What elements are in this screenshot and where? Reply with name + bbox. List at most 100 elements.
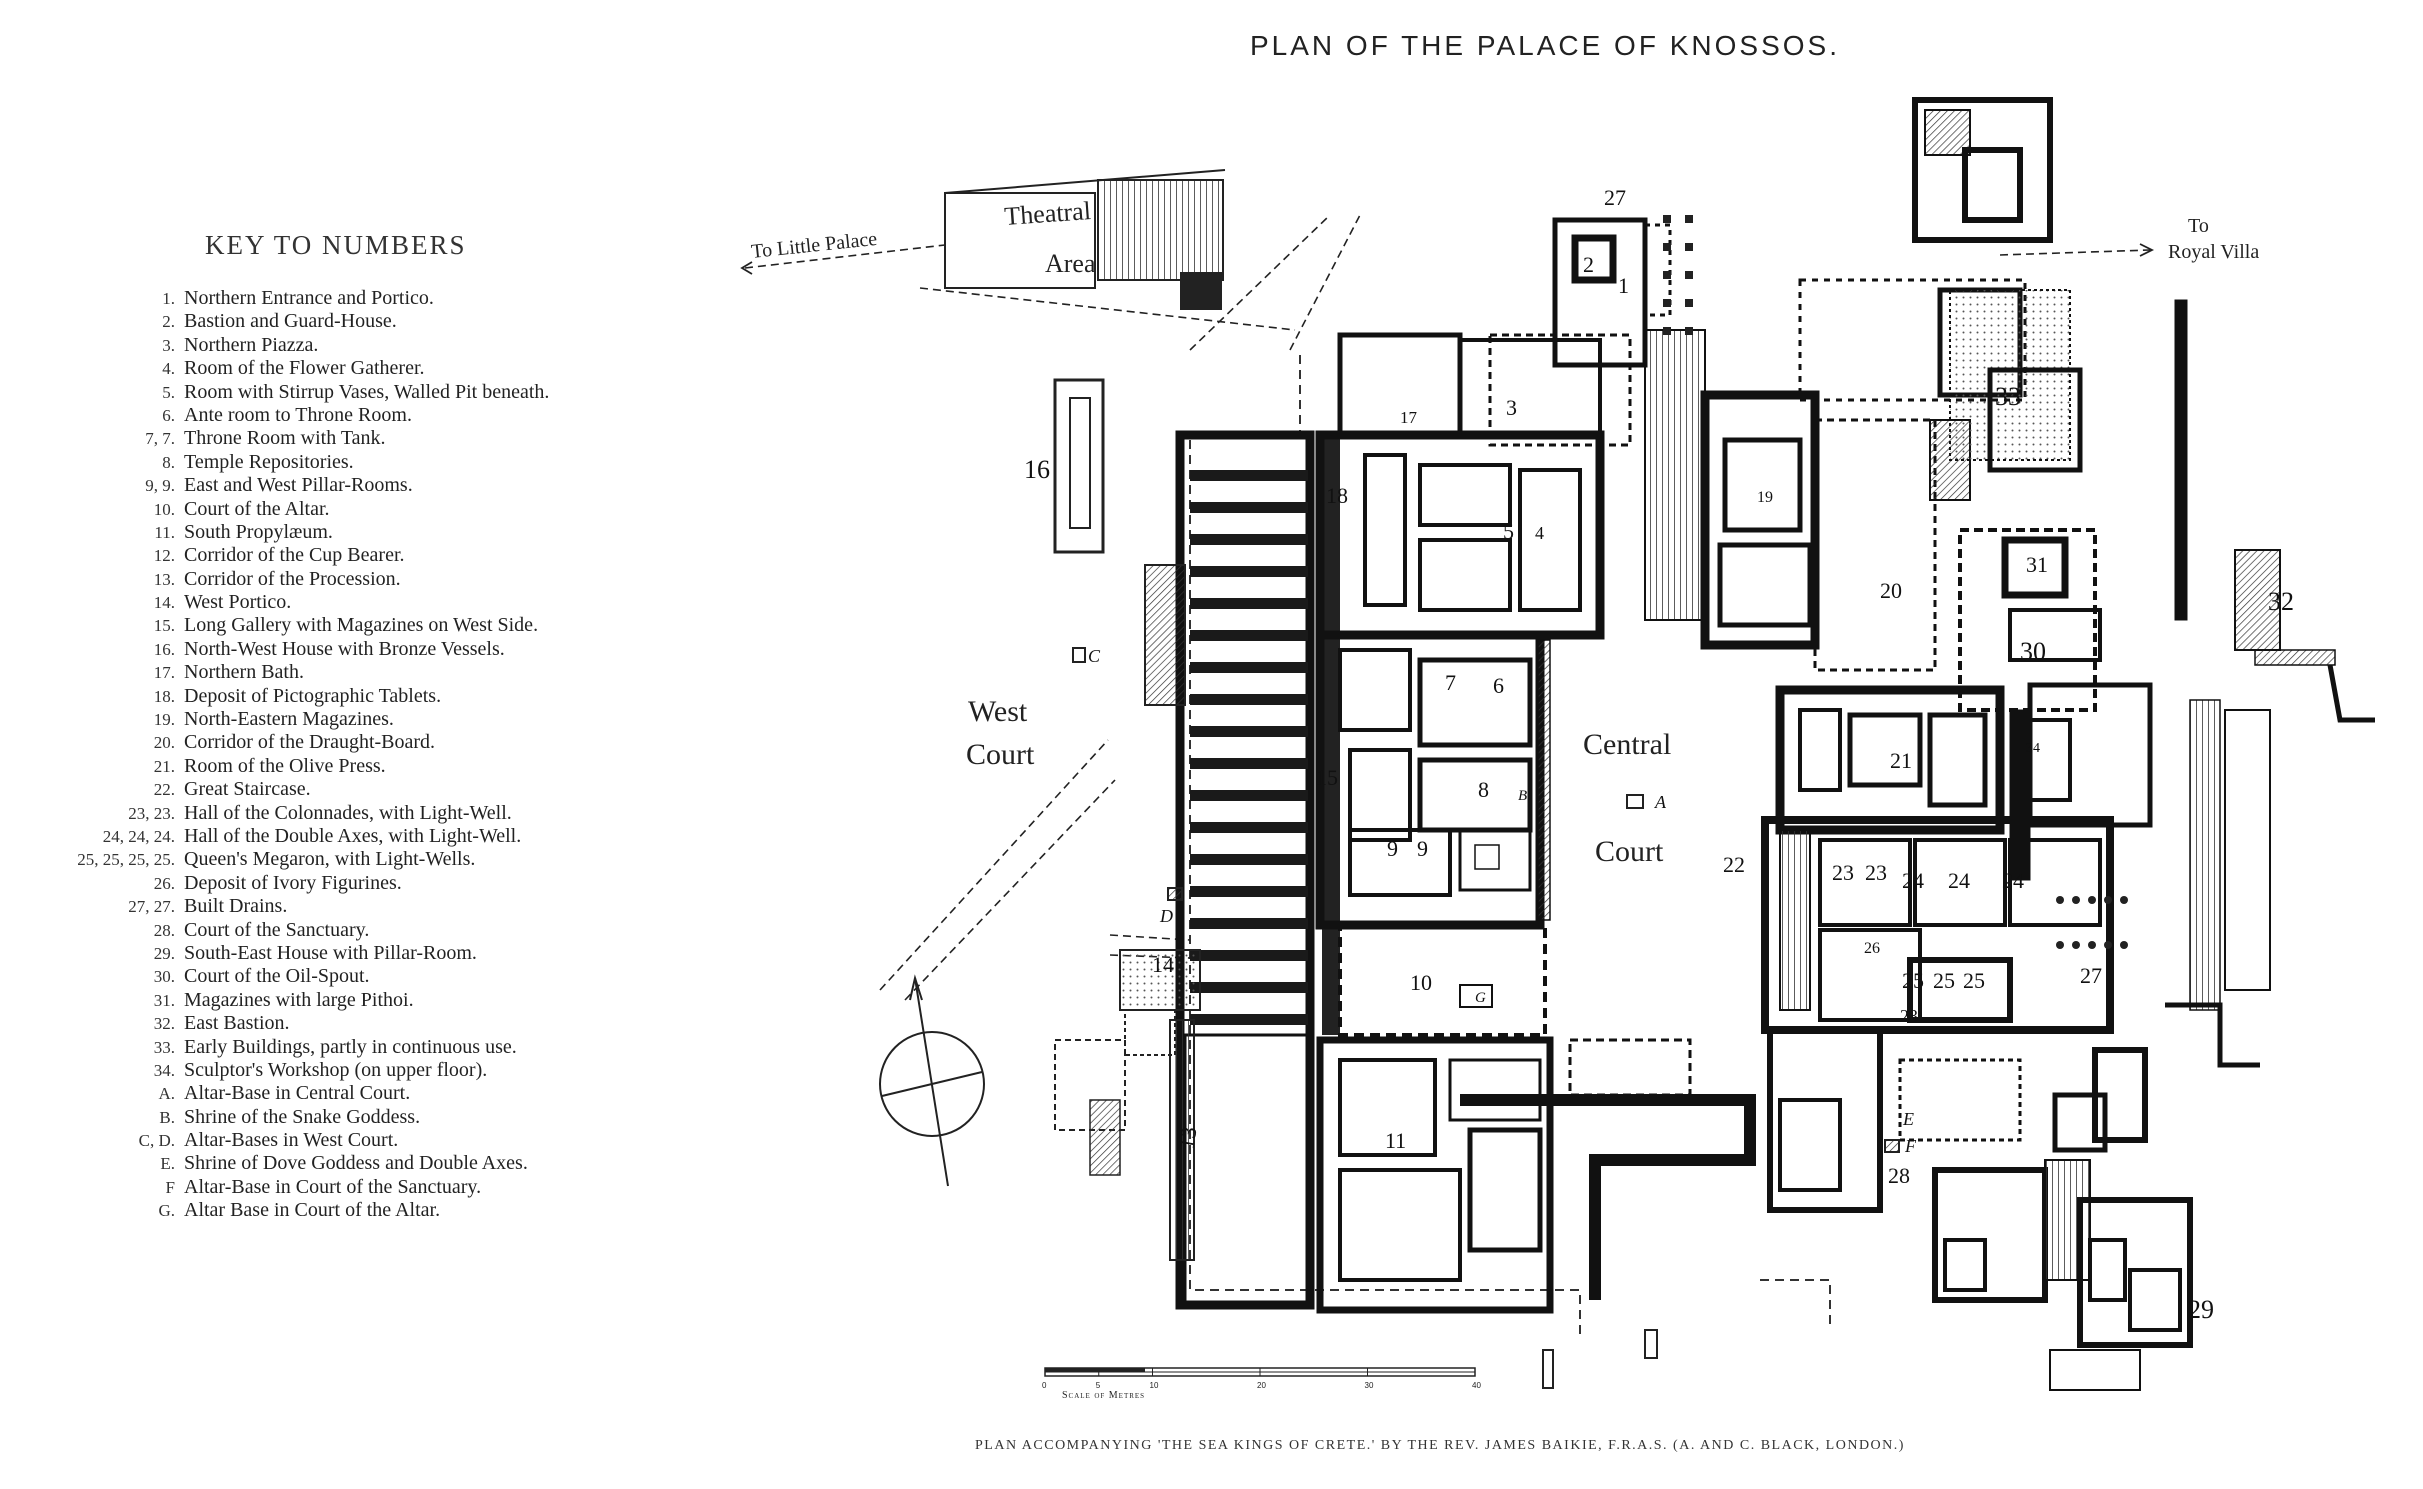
magazine-wall: [1190, 886, 1308, 897]
entrance-pillars: [1663, 215, 1693, 335]
scale-tick-label: 10: [1150, 1381, 1159, 1390]
key-item-text: Court of the Sanctuary.: [184, 918, 370, 941]
pillar: [2088, 896, 2096, 904]
key-item: 18.Deposit of Pictographic Tablets.: [40, 685, 680, 708]
key-item-text: Court of the Altar.: [184, 497, 330, 520]
magazine-wall: [1190, 758, 1308, 769]
south-east-house: [1932, 1002, 2260, 1391]
key-item-number: 6.: [162, 405, 175, 425]
key-item: 3.Northern Piazza.: [40, 334, 680, 357]
room-1: 1: [1618, 273, 1629, 298]
key-item-text: Shrine of the Snake Goddess.: [184, 1105, 421, 1128]
key-item-number: 32.: [153, 1014, 175, 1034]
room-19: 19: [1757, 489, 1773, 506]
key-item-number: 31.: [153, 990, 175, 1010]
scale-tick-label: 20: [1257, 1381, 1266, 1390]
key-item: 7, 7. Throne Room with Tank.: [40, 427, 680, 450]
key-item-text: Temple Repositories.: [184, 450, 354, 473]
key-item: 23, 23. Hall of the Colonnades, with Ligh…: [40, 802, 680, 825]
key-item-text: Deposit of Pictographic Tablets.: [184, 684, 442, 707]
room-9b: 9: [1417, 836, 1428, 861]
key-item: 28. Court of the Sanctuary.: [40, 919, 680, 942]
key-item-number: 8.: [162, 452, 175, 472]
room-18: 18: [1326, 483, 1348, 508]
key-item-number: 3.: [162, 335, 175, 355]
label-to-royal-villa-1: To: [2188, 215, 2209, 237]
key-item: 8. Temple Repositories.: [40, 451, 680, 474]
key-item-text: South-East House with Pillar-Room.: [184, 941, 477, 964]
scale-tick-label: 40: [1472, 1381, 1481, 1390]
key-item-number: 28.: [153, 920, 175, 940]
pillar: [2072, 896, 2080, 904]
key-item: C, D.Altar-Bases in West Court.: [40, 1129, 680, 1152]
key-item-number: 4.: [162, 359, 175, 379]
magazine-wall: [1190, 566, 1308, 577]
key-item-number: 1.: [162, 289, 175, 308]
key-item-text: Room with Stirrup Vases, Walled Pit bene…: [184, 380, 550, 403]
key-item-number: 30.: [153, 967, 175, 987]
key-item-number: 34.: [153, 1060, 175, 1080]
key-item-number: 10.: [153, 499, 175, 519]
letter-A: A: [1654, 792, 1667, 812]
key-item-text: Altar Base in Court of the Altar.: [184, 1199, 441, 1222]
room-8: 8: [1478, 777, 1489, 802]
room-5: 5: [1503, 519, 1514, 544]
south-west-area: [1316, 923, 1756, 1314]
room-21: 21: [1890, 748, 1912, 773]
room-13: 13: [1173, 1125, 1201, 1151]
key-item-number: 15.: [153, 616, 175, 636]
key-item-number: 7, 7.: [145, 429, 175, 449]
letter-D: D: [1159, 906, 1173, 926]
key-item: 19.North-Eastern Magazines.: [40, 708, 680, 731]
pillar: [2056, 896, 2064, 904]
key-item-text: Early Buildings, partly in continuous us…: [184, 1035, 517, 1058]
room-4: 4: [1535, 523, 1544, 543]
north-west-house: [1053, 378, 1105, 554]
key-item: 14.West Portico.: [40, 591, 680, 614]
room-10: 10: [1410, 970, 1432, 995]
room-25a: 25: [1902, 968, 1924, 993]
room-34: 34: [2026, 741, 2040, 756]
magazine-wall: [1190, 694, 1308, 705]
key-item-text: Northern Bath.: [184, 661, 304, 684]
magazine-wall: [1190, 502, 1308, 513]
room-24a: 24: [1902, 868, 1924, 893]
key-item-number: 21.: [153, 756, 175, 776]
label-court-central: Court: [1595, 835, 1664, 868]
footer-credit: PLAN ACCOMPANYING 'THE SEA KINGS OF CRET…: [975, 1438, 1905, 1453]
magazine-wall: [1190, 1014, 1308, 1025]
key-item-text: Great Staircase.: [184, 778, 311, 801]
room-22: 22: [1723, 852, 1745, 877]
key-item: 32.East Bastion.: [40, 1012, 680, 1035]
room-25c: 25: [1963, 968, 1985, 993]
key-item-number: A.: [158, 1084, 175, 1104]
key-item-text: Throne Room with Tank.: [184, 427, 386, 450]
key-item-number: 22.: [153, 780, 175, 800]
magazine-wall: [1190, 950, 1308, 961]
letter-G: G: [1475, 990, 1486, 1006]
key-item: 27, 27.Built Drains.: [40, 895, 680, 918]
scale-caption: Scale of Metres: [1062, 1390, 1145, 1401]
key-item: 21.Room of the Olive Press.: [40, 755, 680, 778]
room-2: 2: [1583, 252, 1594, 277]
domestic-quarter: [1761, 816, 2114, 1213]
room-7: 7: [1445, 670, 1456, 695]
key-item-text: Queen's Megaron, with Light-Wells.: [184, 848, 476, 871]
key-item: 12.Corridor of the Cup Bearer.: [40, 544, 680, 567]
magazine-wall: [1190, 662, 1308, 673]
room-16: 16: [1024, 455, 1050, 484]
label-theatral: Theatral: [1003, 196, 1091, 231]
key-item-number: 25, 25, 25, 25.: [77, 850, 175, 870]
key-item-number: 23, 23.: [128, 803, 175, 823]
key-item-number: F: [165, 1177, 175, 1197]
key-item-text: Corridor of the Procession.: [184, 567, 401, 590]
key-item-text: Court of the Oil-Spout.: [184, 965, 370, 988]
key-item-number: 9, 9.: [145, 476, 175, 496]
key-item: 25, 25, 25, 25. Queen's Megaron, with Lig…: [40, 848, 680, 871]
key-item-text: Hall of the Colonnades, with Light-Well.: [184, 801, 512, 824]
key-item: 33.Early Buildings, partly in continuous…: [40, 1036, 680, 1059]
key-item-text: North-Eastern Magazines.: [184, 708, 394, 731]
